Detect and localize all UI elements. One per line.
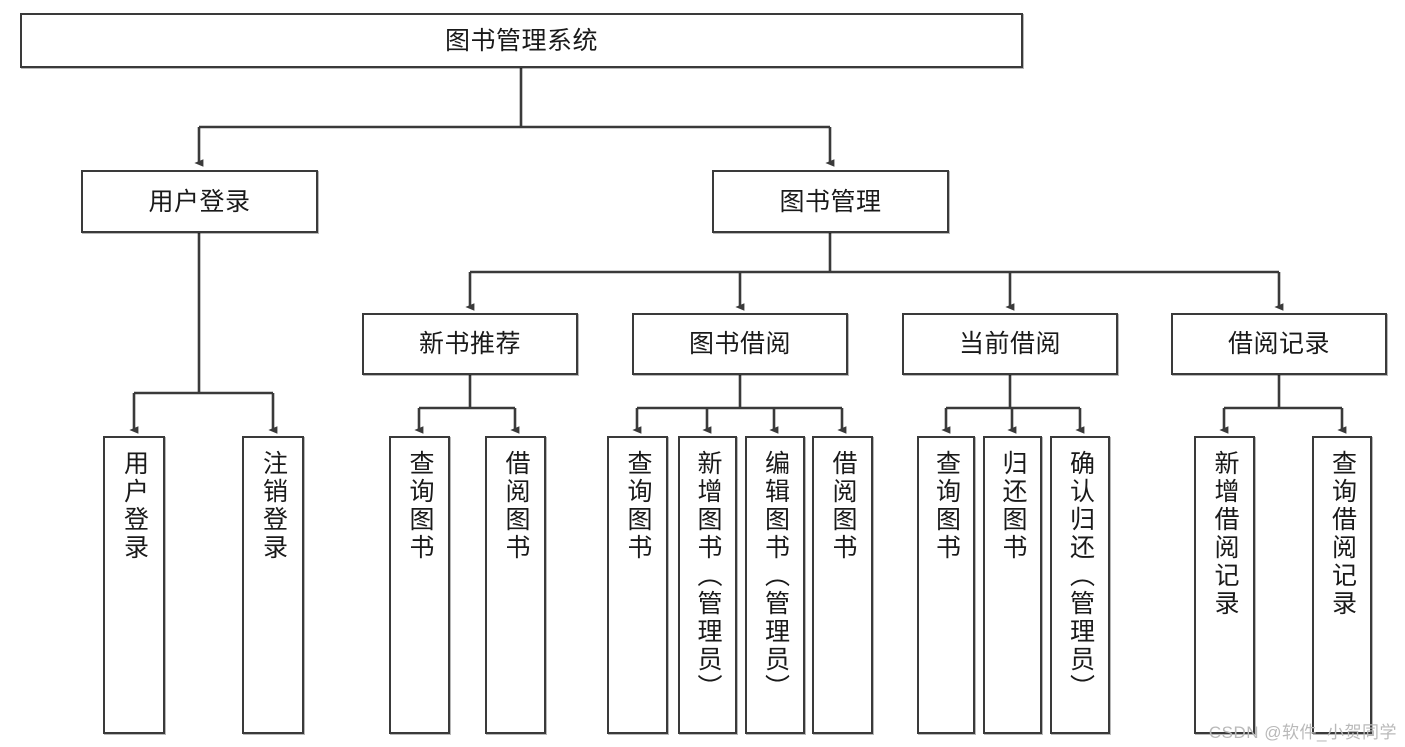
node-current-borrow[interactable]: 当前借阅 [902, 313, 1118, 375]
node-borrow-record[interactable]: 借阅记录 [1171, 313, 1387, 375]
node-label: 当前借阅 [958, 330, 1061, 358]
leaf-user-logout[interactable]: 注销登录 [242, 436, 304, 734]
node-root-book-management-system[interactable]: 图书管理系统 [20, 13, 1023, 68]
leaf-edit-book[interactable]: 编辑图书（管理员） [745, 436, 805, 734]
leaf-query-book-current[interactable]: 查询图书 [917, 436, 975, 734]
leaf-confirm-return[interactable]: 确认归还（管理员） [1050, 436, 1110, 734]
node-label: 查询图书 [932, 450, 961, 562]
node-label: 图书管理 [779, 187, 882, 216]
leaf-return-book[interactable]: 归还图书 [983, 436, 1042, 734]
node-user-login[interactable]: 用户登录 [81, 170, 318, 233]
node-label: 借阅图书 [502, 450, 530, 562]
node-label: 确认归还（管理员） [1066, 450, 1095, 702]
node-new-book-recommend[interactable]: 新书推荐 [362, 313, 578, 375]
node-label: 用户登录 [120, 450, 149, 562]
node-book-manage[interactable]: 图书管理 [712, 170, 949, 233]
node-label: 注销登录 [259, 450, 288, 562]
leaf-query-borrow-record[interactable]: 查询借阅记录 [1312, 436, 1372, 734]
node-label: 图书借阅 [688, 330, 791, 358]
watermark: CSDN @软件_小贺同学 [1208, 723, 1397, 742]
node-book-borrow[interactable]: 图书借阅 [632, 313, 848, 375]
node-label: 图书管理系统 [444, 26, 598, 55]
leaf-add-book[interactable]: 新增图书（管理员） [678, 436, 737, 734]
node-label: 新增图书（管理员） [694, 450, 722, 702]
node-label: 用户登录 [148, 187, 251, 216]
node-label: 新增借阅记录 [1211, 450, 1239, 618]
leaf-query-book-recommend[interactable]: 查询图书 [389, 436, 450, 734]
node-label: 查询图书 [624, 450, 652, 562]
node-label: 归还图书 [999, 450, 1027, 562]
node-label: 查询图书 [406, 450, 434, 562]
node-label: 编辑图书（管理员） [761, 450, 790, 702]
node-label: 借阅记录 [1227, 330, 1330, 358]
leaf-user-login[interactable]: 用户登录 [103, 436, 165, 734]
leaf-query-book-borrow[interactable]: 查询图书 [607, 436, 668, 734]
node-label: 借阅图书 [829, 450, 857, 562]
node-label: 查询借阅记录 [1328, 450, 1357, 618]
leaf-borrow-book-recommend[interactable]: 借阅图书 [485, 436, 546, 734]
leaf-add-borrow-record[interactable]: 新增借阅记录 [1194, 436, 1255, 734]
leaf-borrow-book[interactable]: 借阅图书 [812, 436, 873, 734]
node-label: 新书推荐 [418, 330, 521, 358]
